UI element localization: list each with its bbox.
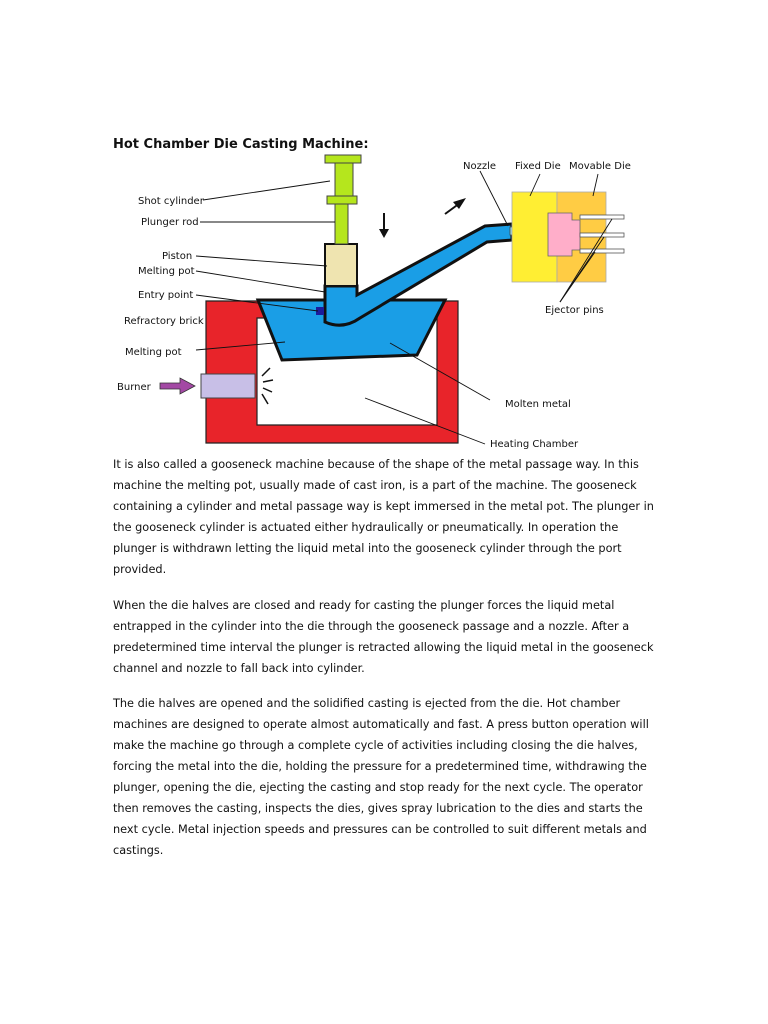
plunger-rod bbox=[334, 203, 349, 245]
document-title: Hot Chamber Die Casting Machine: bbox=[113, 137, 369, 152]
shot-cylinder bbox=[334, 162, 354, 197]
paragraph-2: When the die halves are closed and ready… bbox=[113, 599, 654, 675]
label-piston: Piston bbox=[162, 251, 192, 262]
burner-arrow-icon bbox=[159, 377, 196, 395]
label-movable-die: Movable Die bbox=[569, 161, 631, 172]
burner-nozzle bbox=[200, 373, 256, 399]
diagram-svg: Shot cylinder Plunger rod Piston Melting… bbox=[117, 154, 631, 450]
label-entry-point: Entry point bbox=[138, 290, 193, 301]
shot-cylinder-cap bbox=[324, 154, 362, 164]
label-plunger-rod: Plunger rod bbox=[141, 217, 199, 228]
label-molten-metal: Molten metal bbox=[505, 399, 571, 410]
flame-lines bbox=[261, 367, 274, 405]
label-fixed-die: Fixed Die bbox=[515, 161, 561, 172]
label-melting-pot-top: Melting pot bbox=[138, 266, 195, 277]
label-ejector-pins: Ejector pins bbox=[545, 305, 604, 316]
label-nozzle: Nozzle bbox=[463, 161, 496, 172]
label-shot-cylinder: Shot cylinder bbox=[138, 196, 205, 207]
paragraph-1: It is also called a gooseneck machine be… bbox=[113, 458, 654, 576]
label-burner: Burner bbox=[117, 382, 152, 393]
down-arrow-icon bbox=[379, 213, 389, 238]
gooseneck-passage bbox=[323, 222, 514, 327]
up-right-arrow-icon bbox=[444, 198, 466, 215]
label-heating-chamber: Heating Chamber bbox=[490, 439, 579, 450]
label-refractory-brick: Refractory brick bbox=[124, 316, 204, 327]
paragraph-3: The die halves are opened and the solidi… bbox=[113, 697, 649, 857]
plunger-collar bbox=[326, 195, 358, 205]
entry-point-port bbox=[316, 307, 324, 315]
piston bbox=[324, 243, 358, 287]
label-melting-pot: Melting pot bbox=[125, 347, 182, 358]
hot-chamber-diagram: Shot cylinder Plunger rod Piston Melting… bbox=[100, 150, 660, 455]
leader-lines bbox=[195, 170, 613, 445]
